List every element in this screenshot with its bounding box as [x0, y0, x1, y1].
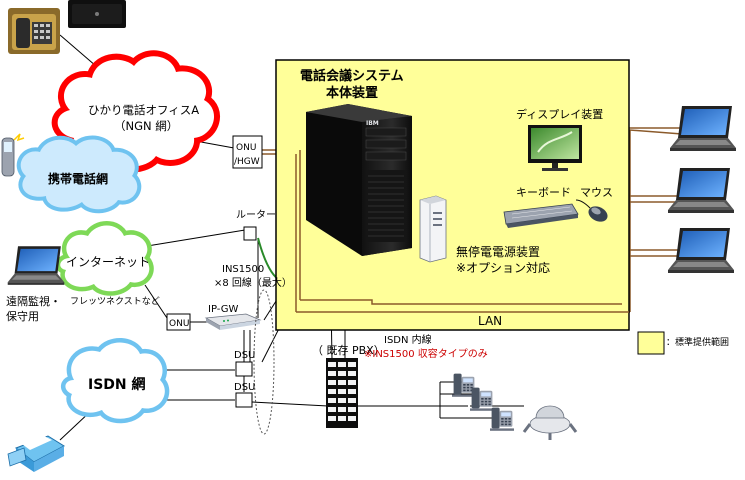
- hikari-label-line1: ひかり電話オフィスA: [88, 103, 199, 117]
- onu-label: ONU: [169, 319, 189, 329]
- fax-machine-icon: [7, 435, 65, 472]
- system-title-line1: 電話会議システム: [300, 68, 404, 84]
- lan-right-1: [621, 127, 682, 304]
- router-box: [243, 226, 257, 241]
- ins-label-line1: INS1500: [222, 264, 264, 275]
- display-monitor: [528, 125, 582, 171]
- pbx-rack: [326, 358, 358, 428]
- isdn-inner-label: ISDN 内線: [384, 333, 432, 346]
- keyboard-label: キーボード: [516, 186, 571, 199]
- dsu1-label: DSU: [234, 350, 255, 361]
- cloud-internet: [55, 221, 154, 296]
- remote-label-line2: 保守用: [6, 309, 39, 323]
- ipgw-device: [204, 313, 262, 330]
- isdn-network-label: ISDN 網: [88, 376, 146, 393]
- dsu2-box: [235, 392, 253, 408]
- lan-bus-overlay: [295, 150, 629, 313]
- keyboard-device: [503, 203, 579, 228]
- onu-box: [166, 313, 191, 331]
- ups-unit: [419, 195, 447, 263]
- laptop-right-2: [668, 168, 734, 213]
- laptop-right-3: [668, 228, 734, 273]
- extension-phone-3: [490, 408, 514, 431]
- onu-hgw-label-line1: ONU: [236, 143, 256, 153]
- onu-hgw-label-line2: /HGW: [234, 157, 260, 167]
- ins-note-label: ※INS1500 収容タイプのみ: [364, 347, 488, 360]
- mobile-network-label: 携帯電話網: [48, 171, 108, 186]
- conference-speaker-icon: [522, 405, 578, 440]
- dsu2-label: DSU: [234, 382, 255, 393]
- link-dsu2-pbx: [251, 401, 329, 407]
- ups-label-line1: 無停電電源装置: [456, 244, 540, 259]
- router-device-topleft: [68, 0, 126, 28]
- lan-label: LAN: [478, 314, 502, 328]
- legend-label: ：標準提供範囲: [666, 336, 729, 348]
- server-tower: IBM: [306, 104, 412, 256]
- ins-lines-ellipse: [253, 289, 275, 435]
- laptop-right-1: [670, 106, 736, 151]
- cloud-mobile: [16, 135, 142, 214]
- internet-label: インターネット: [66, 255, 150, 269]
- extension-phone-2: [470, 388, 494, 411]
- onu-hgw-box: [232, 135, 263, 169]
- mobile-phone-icon: [1, 133, 25, 177]
- mouse-device: [575, 199, 608, 222]
- system-title-line2: 本体装置: [326, 85, 378, 101]
- remote-label-line1: 遠隔監視・: [6, 294, 61, 308]
- ins-label-line2: ×8 回線（最大）: [214, 276, 292, 289]
- ups-label-line2: ※オプション対応: [456, 261, 550, 275]
- link-internet-onu: [144, 284, 168, 319]
- flets-label: フレッツネクストなど: [70, 296, 160, 307]
- hikari-label-line2: （NGN 網）: [114, 119, 178, 133]
- dsu1-box: [235, 361, 253, 377]
- mouse-label: マウス: [580, 186, 613, 199]
- cloud-isdn: [61, 338, 170, 424]
- pbx-label: （ 既存 PBX）: [312, 343, 385, 357]
- desk-phone-topleft: [8, 8, 60, 54]
- display-label: ディスプレイ装置: [516, 107, 603, 121]
- router-label: ルーター: [236, 209, 276, 221]
- link-internet-router: [134, 229, 246, 249]
- laptop-remote: [8, 246, 65, 285]
- legend-swatch: [637, 331, 665, 355]
- server-brand-label: IBM: [366, 120, 379, 127]
- lan-right-2: [629, 129, 683, 312]
- ipgw-label: IP-GW: [208, 304, 238, 315]
